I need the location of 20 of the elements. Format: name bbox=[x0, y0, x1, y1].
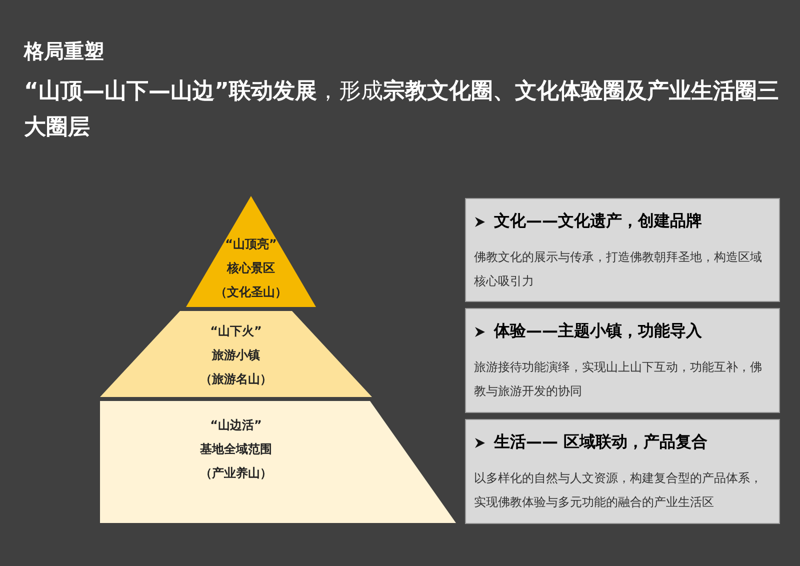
tier-slogan: “山边活” bbox=[210, 417, 262, 434]
panel-description: 以多样化的自然与人文资源，构建复合型的产品体系，实现佛教体验与多元功能的融合的产业生活区 bbox=[474, 470, 763, 511]
panel-description: 旅游接待功能演绎，实现山上山下互动，功能互补，佛教与旅游开发的协同 bbox=[474, 359, 763, 400]
panel-heading: 生活—— 区域联动，产品复合 bbox=[494, 432, 708, 453]
panel-heading: 文化——文化遗产，创建品牌 bbox=[494, 211, 702, 232]
tier-note: （旅游名山） bbox=[200, 371, 272, 388]
tier-note: （产业养山） bbox=[200, 465, 272, 482]
info-panel bbox=[465, 419, 780, 524]
info-panel bbox=[465, 198, 780, 302]
tier-slogan: “山下火” bbox=[210, 323, 262, 340]
tier-note: （文化圣山） bbox=[215, 284, 287, 301]
panel-heading: 体验——主题小镇，功能导入 bbox=[494, 321, 702, 342]
slide-title: 格局重塑 bbox=[24, 38, 104, 65]
slide-headline: “山顶—山下—山边”联动发展，形成宗教文化圈、文化体验圈及产业生活圈三大圈层 bbox=[24, 78, 780, 142]
tier-name: 旅游小镇 bbox=[212, 347, 260, 364]
tier-name: 核心景区 bbox=[227, 260, 275, 277]
tier-name: 基地全域范围 bbox=[200, 441, 272, 458]
panel-description: 佛教文化的展示与传承，打造佛教朝拜圣地，构造区域核心吸引力 bbox=[474, 249, 763, 290]
tier-slogan: “山顶亮” bbox=[225, 236, 277, 253]
info-panel bbox=[465, 308, 780, 413]
